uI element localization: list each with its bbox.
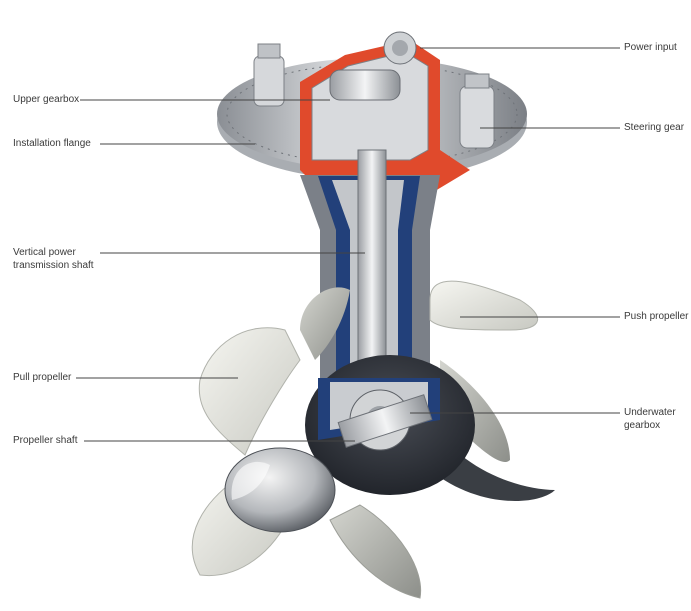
label-power-input: Power input [624, 41, 677, 54]
label-upper-gearbox: Upper gearbox [13, 93, 79, 106]
label-underwater-gearbox-line2: gearbox [624, 419, 660, 432]
steering-gear-right [460, 74, 494, 148]
label-installation-flange: Installation flange [13, 137, 91, 150]
label-pull-propeller: Pull propeller [13, 371, 71, 384]
label-push-propeller: Push propeller [624, 310, 688, 323]
label-vertical-shaft-line2: transmission shaft [13, 259, 94, 272]
label-propeller-shaft: Propeller shaft [13, 434, 77, 447]
label-steering-gear: Steering gear [624, 121, 684, 134]
label-underwater-gearbox-line1: Underwater [624, 406, 676, 419]
steering-gear-left [254, 44, 284, 106]
label-vertical-shaft-line1: Vertical power [13, 246, 76, 259]
